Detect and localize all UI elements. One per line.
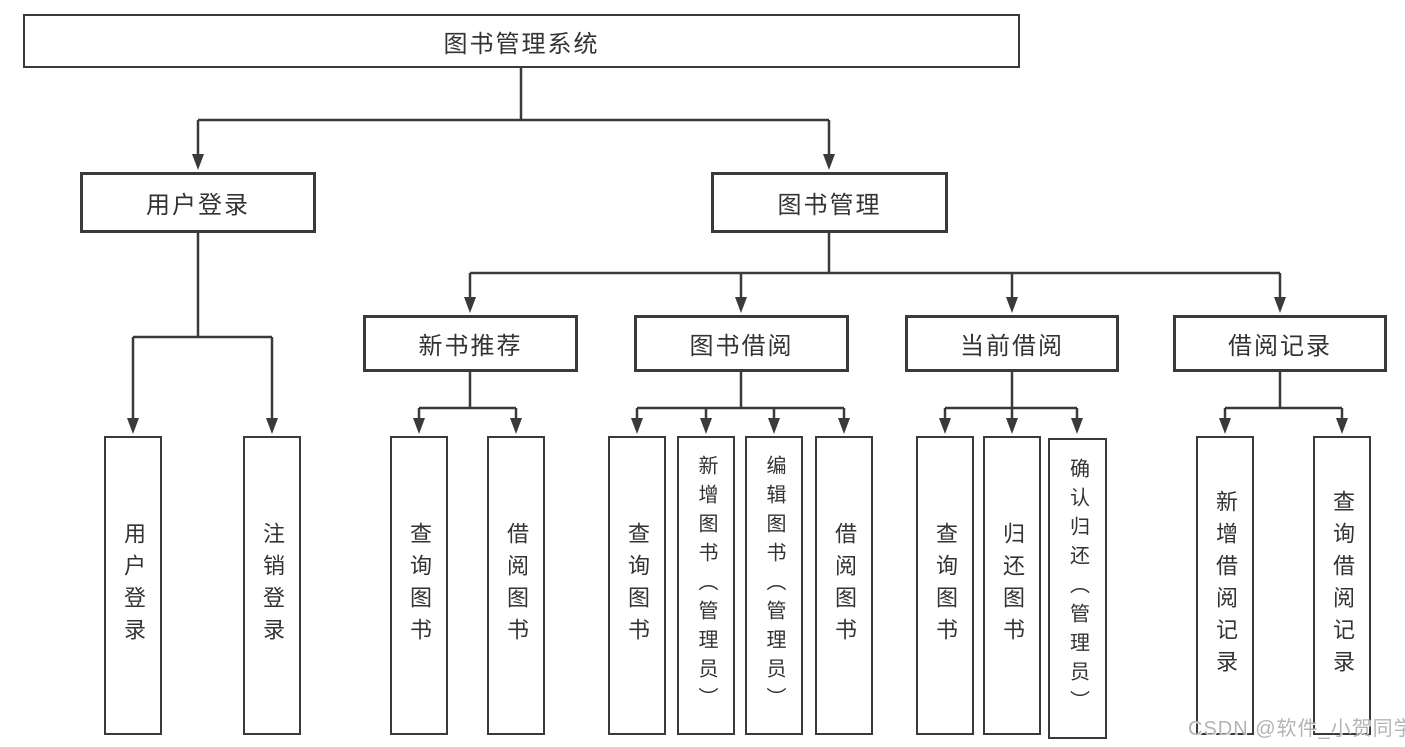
leaf-query-borrow-record-label: 查询借阅记录 bbox=[1330, 489, 1355, 682]
node-book-borrow: 图书借阅 bbox=[634, 315, 849, 372]
node-current-borrow-label: 当前借阅 bbox=[960, 333, 1064, 360]
leaf-edit-book-admin: 编辑图书（管理员） bbox=[745, 436, 803, 735]
leaf-borrow-book-recommend: 借阅图书 bbox=[487, 436, 545, 735]
leaf-logout-label: 注销登录 bbox=[260, 521, 285, 650]
connector-book-management bbox=[468, 233, 1282, 302]
connector-user-login bbox=[131, 233, 274, 424]
leaf-query-book-current: 查询图书 bbox=[916, 436, 974, 735]
leaf-query-borrow-record: 查询借阅记录 bbox=[1313, 436, 1371, 735]
leaf-edit-book-admin-label: 编辑图书（管理员） bbox=[763, 455, 785, 716]
node-user-login-label: 用户登录 bbox=[146, 192, 250, 219]
leaf-borrow-book-label: 借阅图书 bbox=[832, 521, 857, 650]
node-new-book-recommend: 新书推荐 bbox=[363, 315, 578, 372]
leaf-user-login: 用户登录 bbox=[104, 436, 162, 735]
node-book-borrow-label: 图书借阅 bbox=[689, 333, 794, 360]
leaf-borrow-book: 借阅图书 bbox=[815, 436, 873, 735]
leaf-return-book-label: 归还图书 bbox=[1000, 521, 1025, 650]
connector-new-book-recommend bbox=[417, 372, 518, 424]
node-borrow-record: 借阅记录 bbox=[1173, 315, 1387, 372]
node-user-login: 用户登录 bbox=[80, 172, 316, 233]
leaf-add-borrow-record-label: 新增借阅记录 bbox=[1213, 489, 1238, 682]
leaf-add-borrow-record: 新增借阅记录 bbox=[1196, 436, 1254, 735]
leaf-add-book-admin: 新增图书（管理员） bbox=[677, 436, 735, 735]
leaf-query-book-current-label: 查询图书 bbox=[933, 521, 958, 650]
connector-root bbox=[196, 68, 831, 160]
node-book-management-label: 图书管理 bbox=[777, 192, 882, 219]
node-root: 图书管理系统 bbox=[23, 14, 1020, 68]
connector-book-borrow bbox=[635, 372, 846, 424]
leaf-user-login-label: 用户登录 bbox=[121, 521, 146, 650]
leaf-logout: 注销登录 bbox=[243, 436, 301, 735]
connector-borrow-record bbox=[1223, 372, 1344, 424]
leaf-confirm-return-admin: 确认归还（管理员） bbox=[1048, 438, 1107, 739]
leaf-add-book-admin-label: 新增图书（管理员） bbox=[695, 455, 717, 716]
leaf-query-book-borrow-label: 查询图书 bbox=[625, 521, 650, 650]
connector-current-borrow bbox=[943, 372, 1079, 424]
leaf-query-book-borrow: 查询图书 bbox=[608, 436, 666, 735]
csdn-watermark: CSDN @软件_小贺同学 bbox=[1188, 718, 1405, 740]
leaf-query-book-recommend-label: 查询图书 bbox=[407, 521, 432, 650]
node-borrow-record-label: 借阅记录 bbox=[1228, 333, 1332, 360]
leaf-confirm-return-admin-label: 确认归还（管理员） bbox=[1066, 458, 1089, 719]
node-new-book-recommend-label: 新书推荐 bbox=[418, 333, 523, 360]
node-root-label: 图书管理系统 bbox=[443, 30, 600, 58]
node-current-borrow: 当前借阅 bbox=[905, 315, 1119, 372]
leaf-borrow-book-recommend-label: 借阅图书 bbox=[504, 521, 529, 650]
leaf-return-book: 归还图书 bbox=[983, 436, 1041, 735]
leaf-query-book-recommend: 查询图书 bbox=[390, 436, 448, 735]
node-book-management: 图书管理 bbox=[711, 172, 948, 233]
